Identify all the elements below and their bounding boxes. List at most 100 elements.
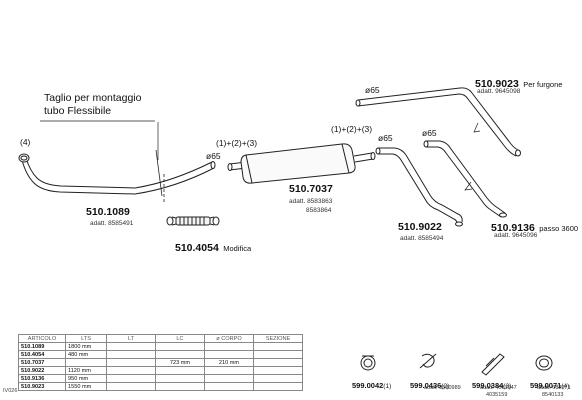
cell-lts	[65, 358, 107, 367]
cell-sezione	[253, 382, 303, 391]
assembly-label: (1)+(2)+(3)	[331, 124, 373, 134]
accessory-code: 599.0384	[472, 381, 504, 390]
cell-lt	[106, 366, 156, 375]
table-row: 510.7037 723 mm 210 mm	[18, 358, 303, 367]
cell-sezione	[253, 342, 303, 351]
cut-mark	[155, 122, 165, 203]
diameter-label: ø65	[422, 128, 437, 138]
cell-code: 510.1089	[18, 342, 66, 351]
pipe-510-9022	[375, 147, 463, 227]
cell-lt	[106, 350, 156, 359]
column-header: ø CORPO	[204, 334, 254, 343]
cell-sezione	[253, 366, 303, 375]
part-510-1089: 510.1089	[86, 206, 130, 218]
diameter-label: ø65	[378, 133, 393, 143]
cell-corpo	[204, 350, 254, 359]
accessory-number: (3)	[503, 383, 512, 390]
table-row: 510.9023 1550 mm	[18, 382, 303, 391]
cell-lt	[106, 358, 156, 367]
cell-lt	[106, 342, 156, 351]
part-code: 510.1089	[86, 206, 130, 218]
cell-corpo	[204, 382, 254, 391]
part-adatt: adatt. 8583863	[289, 198, 333, 205]
column-header: ARTICOLO	[18, 334, 66, 343]
cell-lc: 723 mm	[155, 358, 205, 367]
accessory-note: adatt. 682971	[537, 385, 571, 391]
cell-lt	[106, 382, 156, 391]
cell-lts: 1120 mm	[65, 366, 107, 375]
part-adatt: adatt. 9645096	[494, 232, 538, 239]
assembly-label: (1)+(2)+(3)	[216, 138, 258, 148]
muffler-510-7037	[227, 143, 376, 184]
part-code: 510.4054	[175, 242, 219, 254]
diameter-label: ø65	[365, 85, 380, 95]
part-code: 510.9136	[491, 222, 535, 234]
accessory-number: (2)	[441, 383, 450, 390]
marker-4-label: (4)	[20, 137, 31, 147]
accessory-code: 599.0071	[530, 381, 562, 390]
part-510-4054: 510.4054 Modifica	[175, 238, 251, 256]
cell-lc	[155, 350, 205, 359]
accessory-599-0384: 599.0384(3)	[472, 375, 511, 393]
ring-icon	[535, 355, 553, 371]
table-row: 510.1089 1800 mm	[18, 342, 303, 351]
cell-lts: 1550 mm	[65, 382, 107, 391]
cell-lt	[106, 374, 156, 383]
cell-lc	[155, 382, 205, 391]
cell-sezione	[253, 374, 303, 383]
part-code: 510.7037	[289, 183, 333, 195]
part-adatt: adatt. 8585491	[90, 220, 134, 227]
part-adatt: 8583864	[306, 207, 332, 214]
cell-lts: 480 mm	[65, 350, 107, 359]
table-header-row: ARTICOLO LTS LT LC ø CORPO SEZIONE	[18, 334, 303, 343]
accessory-599-0071: 599.0071(4)	[530, 375, 569, 393]
flex-pipe-510-4054	[166, 216, 220, 226]
accessory-note: adatt. 8580989	[424, 385, 461, 391]
accessory-599-0042: 599.0042(1)	[352, 375, 391, 393]
cell-code: 510.9022	[18, 366, 66, 375]
column-header: LC	[155, 334, 205, 343]
part-suffix: Modifica	[223, 244, 252, 253]
sheet-code: IV026	[3, 388, 18, 394]
accessory-note: adatt. 4013947	[480, 385, 517, 391]
accessory-number: (1)	[383, 383, 392, 390]
hanger-icon	[419, 353, 437, 369]
accessory-599-0436: 599.0436(2)	[410, 375, 449, 393]
table-row: 510.9136 950 mm	[18, 374, 303, 383]
accessory-note: 4035159	[486, 392, 508, 398]
cell-lts: 950 mm	[65, 374, 107, 383]
cell-code: 510.9023	[18, 382, 66, 391]
cell-corpo	[204, 342, 254, 351]
cell-lc	[155, 342, 205, 351]
table-row: 510.4054 480 mm	[18, 350, 303, 359]
cell-code: 510.7037	[18, 358, 66, 367]
cut-note-line2: tubo Flessibile	[44, 105, 112, 117]
part-510-9136: 510.9136 passo 3600	[491, 218, 578, 236]
pipe-510-9136	[423, 140, 507, 218]
column-header: LTS	[65, 334, 107, 343]
part-code: 510.9022	[398, 221, 442, 233]
accessory-note: 8540133	[542, 392, 564, 398]
part-510-9022: 510.9022	[398, 221, 442, 233]
column-header: SEZIONE	[253, 334, 303, 343]
accessory-number: (4)	[561, 383, 570, 390]
front-pipe-510-1089	[18, 153, 216, 195]
cut-note-line1: Taglio per montaggio	[44, 92, 142, 104]
cell-sezione	[253, 358, 303, 367]
cell-sezione	[253, 350, 303, 359]
part-suffix: Per furgone	[523, 80, 563, 89]
cell-code: 510.4054	[18, 350, 66, 359]
cell-corpo	[204, 366, 254, 375]
dimensions-table: ARTICOLO LTS LT LC ø CORPO SEZIONE 510.1…	[18, 334, 303, 391]
clamp-icon	[360, 355, 376, 371]
cell-lts: 1800 mm	[65, 342, 107, 351]
accessory-code: 599.0436	[410, 381, 442, 390]
hanger-marks	[464, 122, 481, 191]
part-510-7037: 510.7037	[289, 183, 333, 195]
part-adatt: adatt. 8585494	[400, 235, 444, 242]
cell-code: 510.9136	[18, 374, 66, 383]
table-row: 510.9022 1120 mm	[18, 366, 303, 375]
cell-corpo: 210 mm	[204, 358, 254, 367]
bracket-icon	[481, 353, 505, 376]
